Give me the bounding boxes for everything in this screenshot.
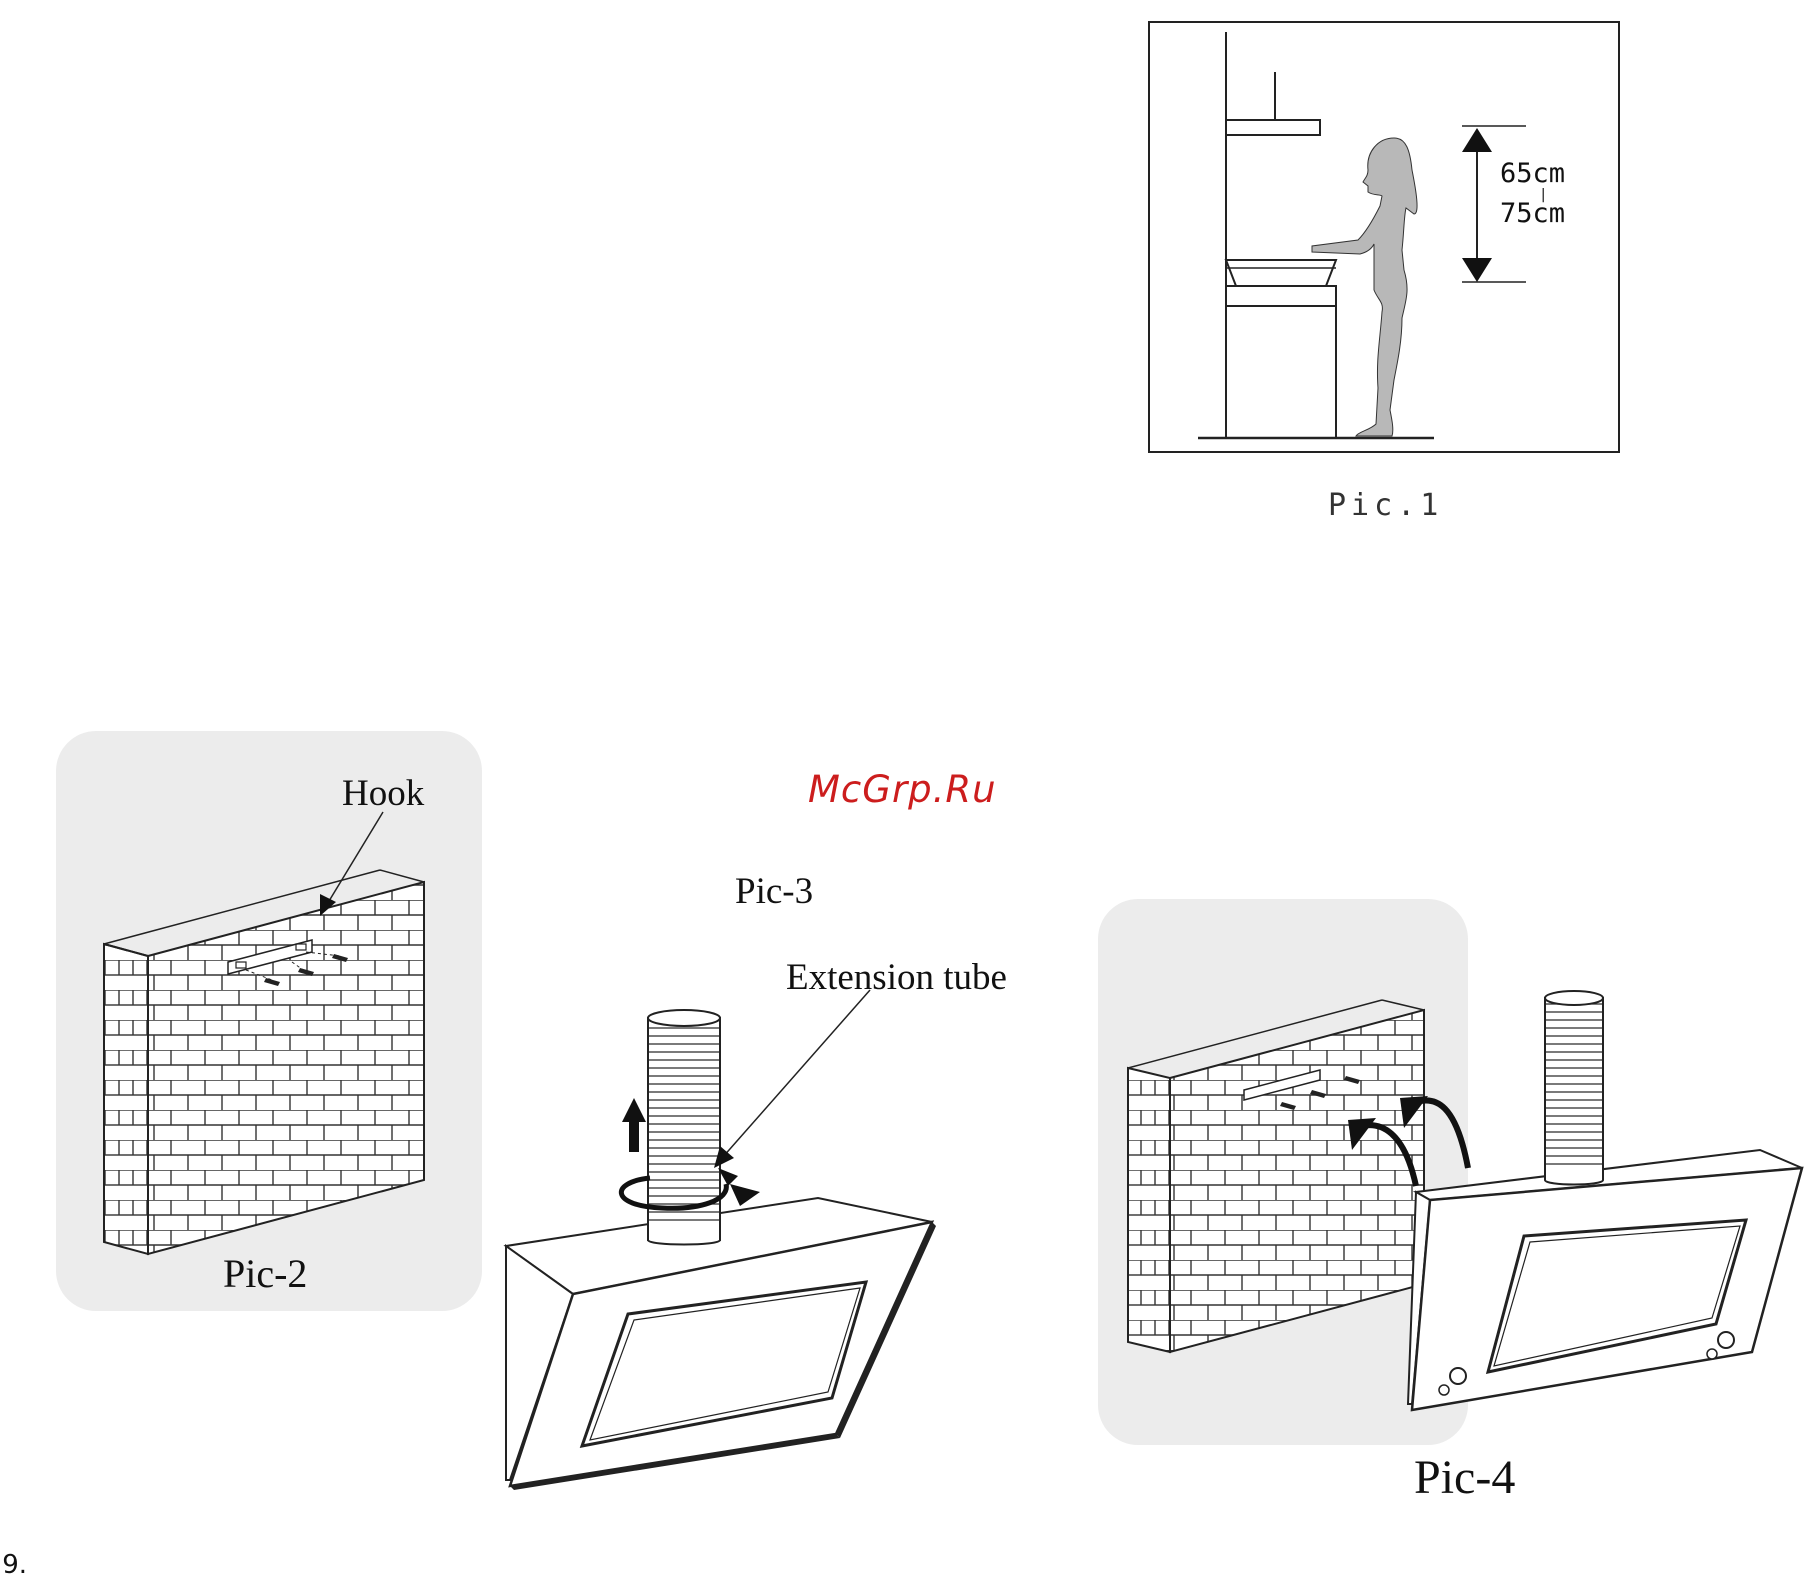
- page-number: .9.: [0, 1550, 27, 1580]
- knob-icon: [1718, 1332, 1734, 1348]
- pic4-brick-wall: [1170, 1010, 1424, 1352]
- knob-icon: [1450, 1368, 1466, 1384]
- pic4-extension-tube: [1545, 998, 1603, 1170]
- pic4-caption: Pic-4: [1414, 1450, 1515, 1505]
